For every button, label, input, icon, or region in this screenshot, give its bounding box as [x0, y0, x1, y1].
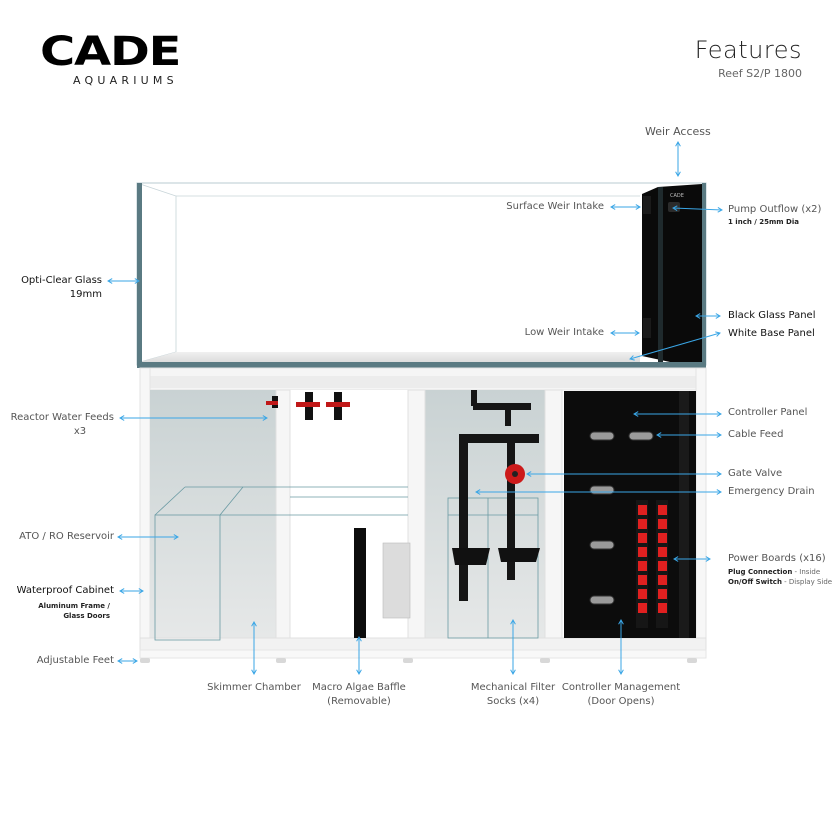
label-waterproof-cabinet-sub1: Aluminum Frame /	[38, 602, 110, 610]
label-white-base-panel: White Base Panel	[728, 328, 815, 339]
label-emergency-drain: Emergency Drain	[728, 486, 815, 497]
power-switch	[638, 533, 647, 543]
label-opti-clear-glass-sub: 19mm	[69, 289, 102, 300]
label-macro-algae-baffle-sub: (Removable)	[327, 696, 391, 707]
power-switch	[658, 519, 667, 529]
brand-logo: CADE	[40, 29, 181, 75]
power-switch	[658, 561, 667, 571]
arrow-pump-outflow	[672, 205, 723, 213]
label-on-off-switch: On/Off Switch - Display Side	[728, 578, 833, 586]
callout-arrows	[107, 141, 723, 675]
label-plug-connection: Plug Connection - Inside	[728, 568, 821, 576]
cabinet	[139, 367, 707, 663]
label-weir-access: Weir Access	[645, 125, 711, 138]
label-controller-management-sub: (Door Opens)	[587, 696, 655, 707]
pump-outflow-nozzle	[668, 202, 680, 212]
reactor-valves	[266, 392, 350, 420]
power-switch	[638, 603, 647, 613]
power-switch	[638, 589, 647, 599]
label-low-weir-intake: Low Weir Intake	[524, 327, 604, 338]
controller-door	[564, 391, 696, 638]
label-reactor-water-feeds-sub: x3	[73, 426, 87, 437]
ato-reservoir	[154, 486, 408, 641]
label-gate-valve: Gate Valve	[728, 468, 783, 479]
bottom-glass-edge	[137, 362, 706, 368]
power-switch	[658, 547, 667, 557]
power-switch	[658, 603, 667, 613]
power-switch	[658, 533, 667, 543]
white-base-panel	[140, 352, 640, 362]
power-board-switches	[636, 500, 668, 628]
power-switch	[638, 519, 647, 529]
label-controller-management: Controller Management	[561, 682, 681, 693]
weir-logo: CADE	[670, 193, 684, 199]
label-controller-panel: Controller Panel	[728, 407, 808, 418]
label-cable-feed: Cable Feed	[728, 429, 784, 440]
label-opti-clear-glass: Opti-Clear Glass	[21, 275, 102, 286]
power-switch	[658, 505, 667, 515]
power-switch	[638, 575, 647, 585]
label-reactor-water-feeds: Reactor Water Feeds	[10, 412, 114, 423]
plumbing	[452, 390, 540, 601]
label-mechanical-filter-socks: Mechanical Filter	[470, 682, 556, 693]
label-black-glass-panel: Black Glass Panel	[728, 310, 816, 321]
power-switch	[638, 561, 647, 571]
power-switch	[658, 589, 667, 599]
page-subtitle: Reef S2/P 1800	[718, 67, 802, 80]
label-ato-ro-reservoir: ATO / RO Reservoir	[19, 531, 114, 542]
page-title: Features	[694, 36, 802, 64]
label-skimmer-chamber: Skimmer Chamber	[207, 682, 301, 693]
label-surface-weir-intake: Surface Weir Intake	[506, 201, 604, 212]
label-mechanical-filter-socks-sub: Socks (x4)	[486, 696, 540, 707]
label-power-boards: Power Boards (x16)	[728, 553, 826, 564]
weir-box: CADE	[642, 184, 702, 362]
label-adjustable-feet: Adjustable Feet	[36, 655, 114, 666]
left-glass-edge	[137, 183, 142, 366]
label-pump-outflow: Pump Outflow (x2)	[728, 204, 822, 215]
adjustable-feet	[140, 658, 697, 663]
display-tank	[136, 182, 707, 368]
label-waterproof-cabinet: Waterproof Cabinet	[16, 585, 114, 596]
label-pump-outflow-sub: 1 inch / 25mm Dia	[728, 218, 799, 226]
brand-logo-subtext: AQUARIUMS	[73, 74, 178, 87]
power-switch	[658, 575, 667, 585]
arrow-white-base	[629, 331, 721, 361]
label-macro-algae-baffle: Macro Algae Baffle	[312, 682, 406, 693]
macro-algae-baffle	[354, 528, 366, 638]
power-switch	[638, 547, 647, 557]
power-switch	[638, 505, 647, 515]
label-waterproof-cabinet-sub2: Glass Doors	[63, 612, 110, 620]
